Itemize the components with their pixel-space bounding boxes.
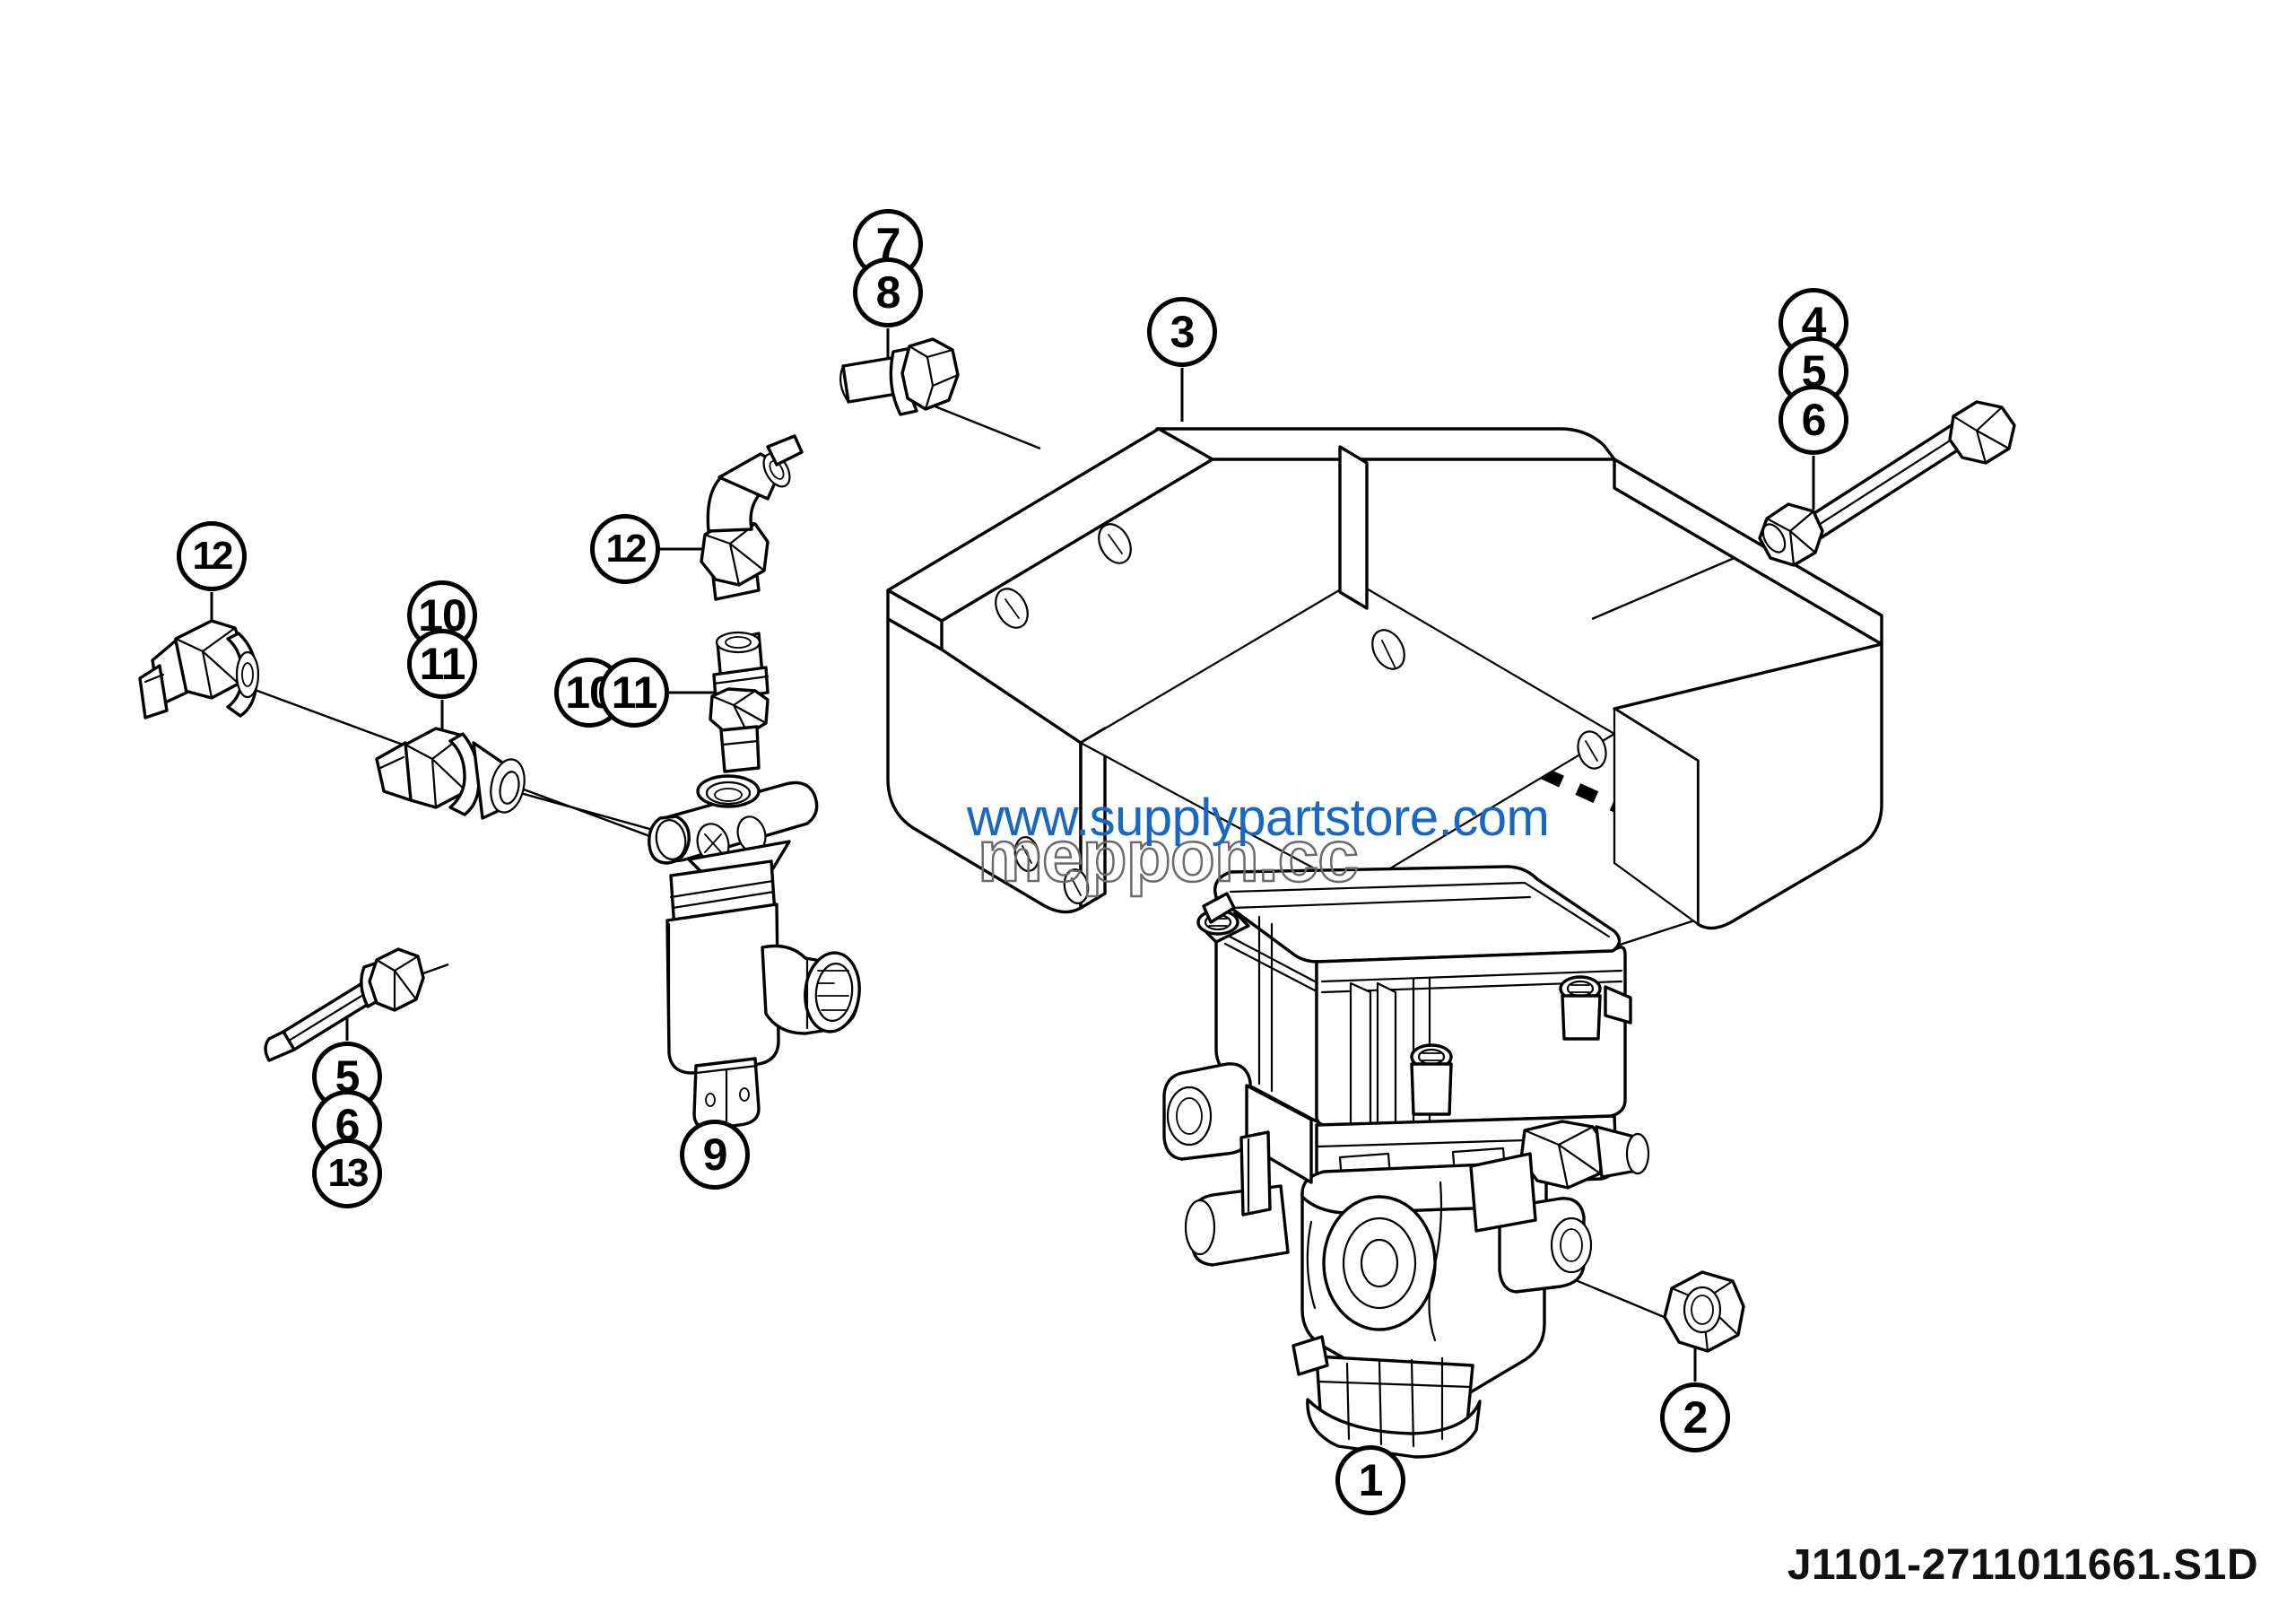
drawing-part-number: J1101-2711011661.S1D (1787, 1541, 2258, 1589)
solenoid-valve-art (648, 774, 861, 1130)
short-bolt-art (839, 337, 960, 416)
callout-1[interactable]: 1 (1335, 1445, 1405, 1515)
union-fitting-art (375, 727, 526, 820)
callout-2[interactable]: 2 (1660, 1382, 1730, 1452)
callout-8[interactable]: 8 (853, 257, 923, 327)
watermark-supplypartstore: www.supplypartstore.com (967, 789, 1550, 847)
straight-fitting-art (709, 631, 770, 773)
hex-nut-art (1663, 1270, 1745, 1353)
lower-bolt-art (264, 947, 425, 1062)
callout-11-center[interactable]: 11 (599, 658, 669, 728)
callout-12-top[interactable]: 12 (590, 514, 660, 584)
callout-9[interactable]: 9 (680, 1120, 750, 1190)
callout-6[interactable]: 6 (1779, 385, 1848, 455)
callout-11-left[interactable]: 11 (407, 629, 477, 699)
long-bolt-art (1758, 400, 2016, 567)
callout-12-left[interactable]: 12 (177, 521, 247, 591)
elbow-fitting-top-art (700, 434, 804, 601)
watermark-meppon: meppon.cc (977, 815, 1360, 899)
elbow-fitting-left-art (138, 619, 260, 719)
abs-modulator-valve-art (1162, 865, 1650, 1459)
mounting-bracket-art (886, 427, 1883, 930)
callout-3[interactable]: 3 (1147, 297, 1217, 367)
callout-13[interactable]: 13 (312, 1138, 382, 1208)
